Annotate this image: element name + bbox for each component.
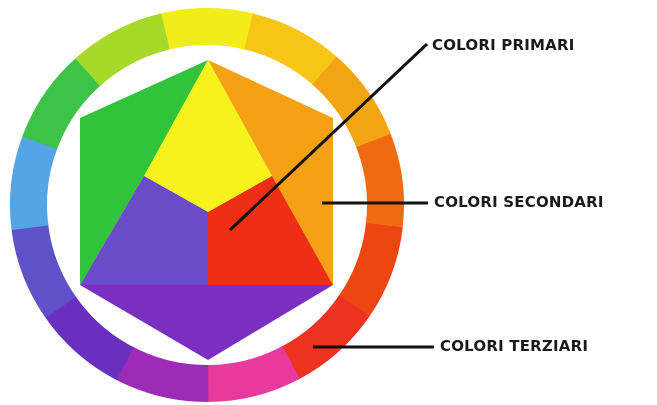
ring-segment	[10, 134, 58, 230]
ring-segment	[356, 134, 404, 230]
ring-segment	[206, 346, 300, 402]
label-tertiary-colors: COLORI TERZIARI	[440, 339, 588, 354]
label-secondary-colors: COLORI SECONDARI	[434, 195, 604, 210]
label-primary-colors: COLORI PRIMARI	[432, 38, 574, 53]
ring-segment	[159, 8, 256, 50]
